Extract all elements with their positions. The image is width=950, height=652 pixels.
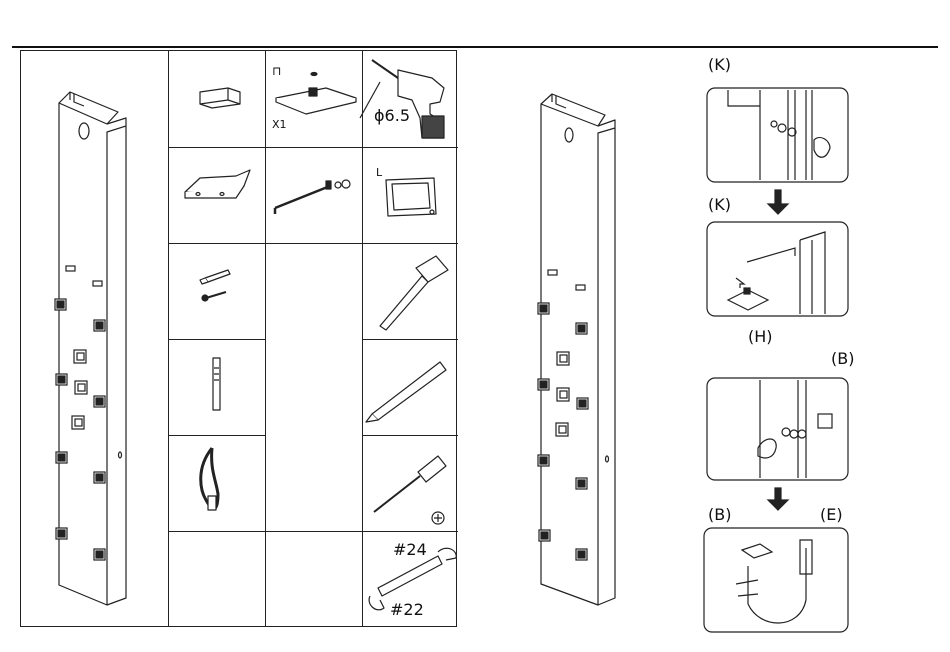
grid-row-divider: [168, 339, 265, 340]
parts-grid: [20, 50, 457, 627]
step-label-e: (E): [820, 505, 843, 524]
step-label-k: (K): [708, 195, 731, 214]
grid-row-divider: [168, 435, 265, 436]
drill-size-label: ϕ6.5: [374, 106, 410, 125]
shower-panel-right: [541, 94, 615, 605]
step-label-b: (B): [708, 505, 731, 524]
grid-row-divider: [168, 147, 458, 148]
grid-col-divider: [265, 51, 266, 626]
wrench-size-bottom: #22: [390, 600, 424, 619]
step-label-b: (B): [831, 349, 854, 368]
step-label-h: (H): [748, 327, 773, 346]
grid-row-divider: [168, 531, 458, 532]
grid-row-divider: [362, 435, 458, 436]
grid-row-divider: [362, 339, 458, 340]
part-tag: ⊓: [272, 64, 281, 78]
step-label-k: (K): [708, 55, 731, 74]
wrench-size-top: #24: [393, 540, 427, 559]
part-qty: X1: [272, 118, 287, 131]
header-rule: [12, 46, 938, 48]
grid-row-divider: [168, 243, 458, 244]
part-tag: L: [376, 166, 382, 179]
